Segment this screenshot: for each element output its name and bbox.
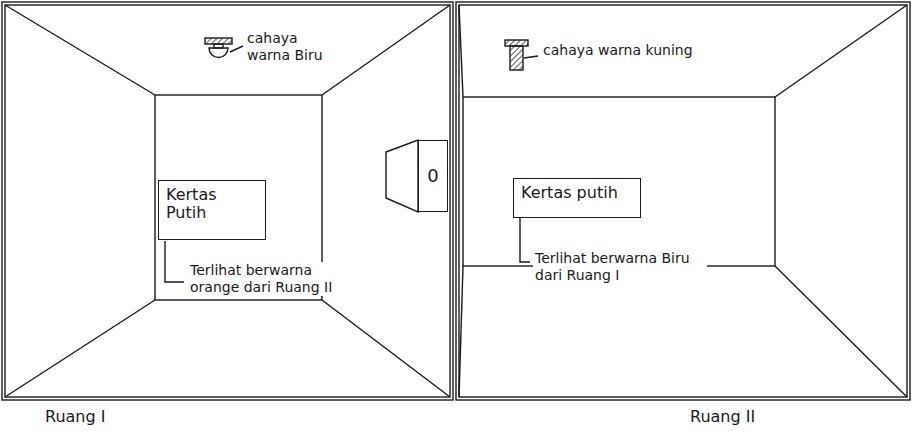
corner-line xyxy=(459,5,463,97)
room-wall xyxy=(456,2,910,400)
corner-line xyxy=(5,5,155,95)
corner-line xyxy=(775,5,907,97)
corner-line xyxy=(322,300,450,397)
lamp-label: cahaya warna kuning xyxy=(541,42,695,59)
room: Ruang IKertas Putih0 xyxy=(5,5,450,397)
leader-line xyxy=(524,56,538,58)
room-caption: Ruang I xyxy=(45,408,105,426)
paper-box: Kertas Putih xyxy=(158,180,266,240)
leader-line xyxy=(520,217,530,262)
opening-box: 0 xyxy=(418,140,448,212)
corner-line xyxy=(5,300,155,397)
room-caption: Ruang II xyxy=(690,408,755,426)
room-wall xyxy=(459,5,907,397)
corner-line xyxy=(459,266,463,397)
room: Ruang IIKertas putih xyxy=(459,5,907,397)
note-label: Terlihat berwarna Biru dari Ruang I xyxy=(533,250,707,284)
yellow-lamp xyxy=(510,46,523,70)
paper-box: Kertas putih xyxy=(513,178,641,218)
box-text: Kertas Putih xyxy=(166,186,240,223)
lamp-mount xyxy=(205,38,232,44)
side-opening xyxy=(386,140,418,212)
room-wall xyxy=(5,5,450,397)
corner-line xyxy=(775,266,907,397)
leader-line xyxy=(165,241,184,282)
leader-line xyxy=(230,46,243,52)
box-text: 0 xyxy=(427,166,438,187)
lamp-mount xyxy=(505,40,528,46)
note-label: Terlihat berwarna orange dari Ruang II xyxy=(188,262,342,296)
box-text: Kertas putih xyxy=(521,184,633,202)
lamp-label: cahaya warna Biru xyxy=(245,30,345,64)
room-wall xyxy=(2,2,453,400)
blue-lamp xyxy=(209,48,228,58)
back-wall xyxy=(463,97,775,266)
